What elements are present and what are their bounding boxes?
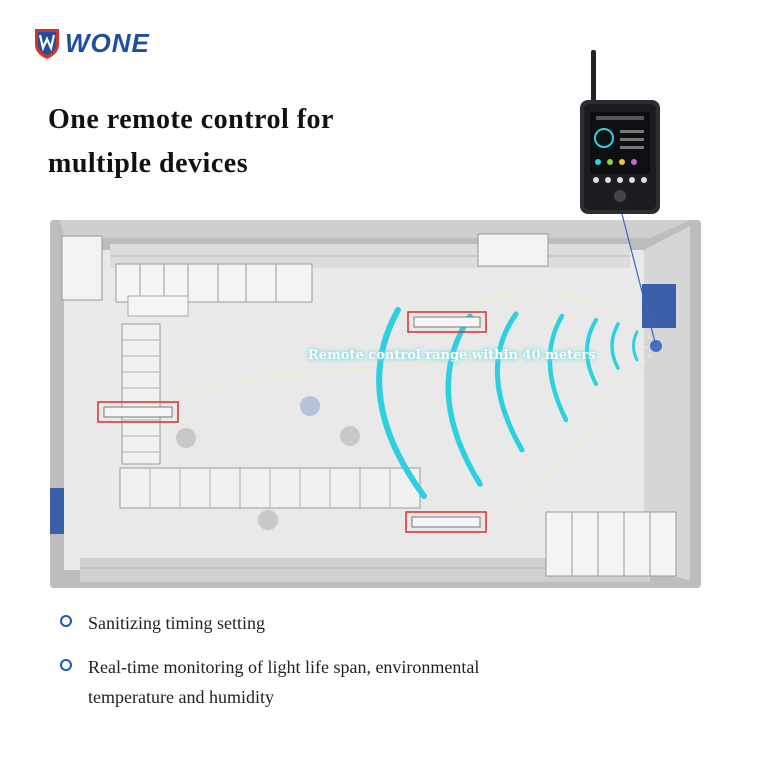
highlighted-device-bottom [405, 511, 487, 533]
feature-text: Sanitizing timing setting [88, 613, 265, 633]
remote-controller-device [580, 50, 660, 214]
feature-list: Sanitizing timing setting Real-time moni… [60, 608, 720, 726]
bullet-circle-icon [60, 615, 72, 627]
headline: One remote control for multiple devices [48, 98, 408, 186]
connection-line [621, 214, 657, 347]
range-label: Remote control range within 40 meters [308, 348, 596, 363]
bullet-circle-icon [60, 659, 72, 671]
shield-logo-icon [35, 29, 59, 59]
floor-plan-diagram [50, 220, 701, 588]
feature-item: Sanitizing timing setting [60, 608, 720, 638]
feature-text: Real-time monitoring of light life span,… [88, 657, 480, 707]
highlighted-device-left [97, 401, 179, 423]
brand-logo: WONE [33, 25, 173, 61]
headline-line-2: multiple devices [48, 148, 249, 179]
highlighted-device-top [407, 311, 487, 333]
feature-item: Real-time monitoring of light life span,… [60, 652, 720, 712]
headline-line-1: One remote control for [48, 104, 334, 135]
brand-name: WONE [65, 27, 150, 58]
